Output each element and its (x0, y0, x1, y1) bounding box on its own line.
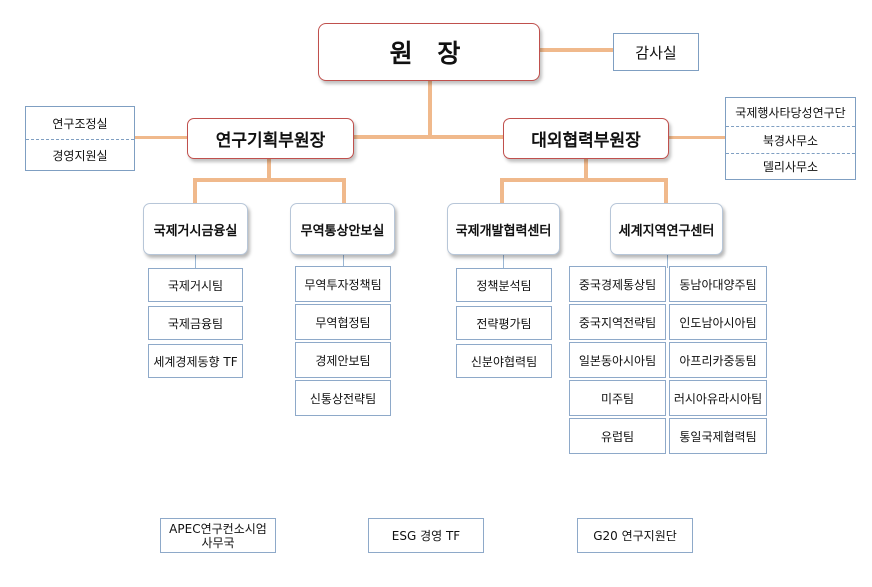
team-label: 국제거시팀 (167, 278, 224, 293)
connector (428, 80, 432, 137)
staff-office: 연구조정실 (52, 116, 108, 131)
left-staff-group: 연구조정실 경영지원실 (25, 106, 135, 171)
team-box: 통일국제협력팀 (669, 418, 767, 454)
team-box: 미주팀 (569, 380, 666, 416)
team-label: 중국지역전략팀 (578, 315, 657, 330)
connector (664, 178, 668, 204)
team-connector (667, 254, 668, 268)
department-label: 세계지역연구센터 (618, 223, 715, 239)
team-box: 아프리카중동팀 (669, 342, 767, 378)
director-label: 원 장 (389, 39, 469, 68)
connector (500, 178, 504, 204)
team-box: 중국지역전략팀 (569, 304, 666, 340)
team-box: 러시아유라시아팀 (669, 380, 767, 416)
team-label: 세계경제동향 TF (153, 354, 238, 369)
connector (267, 158, 271, 180)
team-box: 세계경제동향 TF (148, 344, 243, 378)
team-label: 통일국제협력팀 (679, 429, 757, 444)
standalone-unit-label: ESG 경영 TF (391, 528, 461, 543)
team-box: 무역투자정책팀 (295, 266, 391, 302)
team-box: 국제거시팀 (148, 268, 243, 302)
team-connector (195, 254, 196, 270)
team-box: 정책분석팀 (456, 268, 552, 302)
team-connector (503, 254, 504, 270)
team-label: 아프리카중동팀 (679, 353, 757, 368)
team-box: 경제안보팀 (295, 342, 391, 378)
connector (134, 136, 188, 139)
team-label: 유럽팀 (600, 429, 635, 444)
team-label: 신분야협력팀 (470, 354, 538, 369)
staff-office: 북경사무소 (726, 126, 855, 153)
team-label: 국제금융팀 (167, 316, 224, 331)
team-box: 무역협정팀 (295, 304, 391, 340)
team-box: 인도남아시아팀 (669, 304, 767, 340)
team-label: 일본동아시아팀 (578, 353, 657, 368)
team-label: 전략평가팀 (476, 316, 532, 331)
director-box: 원 장 (318, 23, 540, 81)
team-box: 국제금융팀 (148, 306, 243, 340)
right-staff-group: 국제행사타당성연구단 북경사무소 델리사무소 (725, 97, 856, 180)
vp-research-box: 연구기획부원장 (187, 118, 354, 159)
connector (539, 48, 614, 52)
connector (584, 158, 588, 180)
team-label: 경제안보팀 (315, 353, 371, 368)
standalone-unit-box: G20 연구지원단 (577, 518, 693, 553)
team-box: 유럽팀 (569, 418, 666, 454)
team-box: 중국경제통상팀 (569, 266, 666, 302)
department-box: 국제개발협력센터 (447, 203, 560, 255)
vp-external-label: 대외협력부원장 (531, 131, 641, 151)
staff-office: 델리사무소 (726, 153, 855, 179)
audit-office-label: 감사실 (635, 43, 677, 62)
connector (193, 178, 346, 182)
team-box: 일본동아시아팀 (569, 342, 666, 378)
team-label: 신통상전략팀 (309, 391, 377, 406)
staff-office: 국제행사타당성연구단 (735, 105, 846, 120)
vp-research-label: 연구기획부원장 (215, 131, 326, 151)
connector (193, 178, 197, 204)
connector (352, 135, 504, 139)
team-label: 무역투자정책팀 (304, 277, 382, 292)
team-label: 무역협정팀 (315, 315, 371, 330)
staff-office: 경영지원실 (26, 139, 134, 170)
team-label: 인도남아시아팀 (679, 315, 757, 330)
department-box: 무역통상안보실 (290, 203, 395, 255)
department-label: 무역통상안보실 (300, 223, 385, 239)
standalone-unit-box: ESG 경영 TF (368, 518, 484, 553)
audit-office-box: 감사실 (613, 33, 699, 71)
vp-external-box: 대외협력부원장 (503, 118, 669, 159)
standalone-unit-label: APEC연구컨소시엄 사무국 (169, 521, 267, 550)
department-label: 국제거시금융실 (153, 223, 238, 239)
team-label: 동남아대양주팀 (679, 277, 757, 292)
team-label: 미주팀 (600, 391, 635, 406)
team-label: 정책분석팀 (476, 278, 532, 293)
department-box: 세계지역연구센터 (610, 203, 723, 255)
standalone-unit-box: APEC연구컨소시엄 사무국 (160, 518, 276, 553)
connector (500, 178, 668, 182)
department-label: 국제개발협력센터 (455, 223, 552, 239)
department-box: 국제거시금융실 (143, 203, 248, 255)
team-box: 신통상전략팀 (295, 380, 391, 416)
standalone-unit-label: G20 연구지원단 (593, 528, 677, 543)
team-box: 동남아대양주팀 (669, 266, 767, 302)
connector (342, 178, 346, 204)
team-label: 러시아유라시아팀 (673, 391, 763, 406)
team-box: 전략평가팀 (456, 306, 552, 340)
team-box: 신분야협력팀 (456, 344, 552, 378)
team-connector (343, 254, 344, 268)
connector (668, 136, 726, 139)
team-label: 중국경제통상팀 (578, 277, 657, 292)
